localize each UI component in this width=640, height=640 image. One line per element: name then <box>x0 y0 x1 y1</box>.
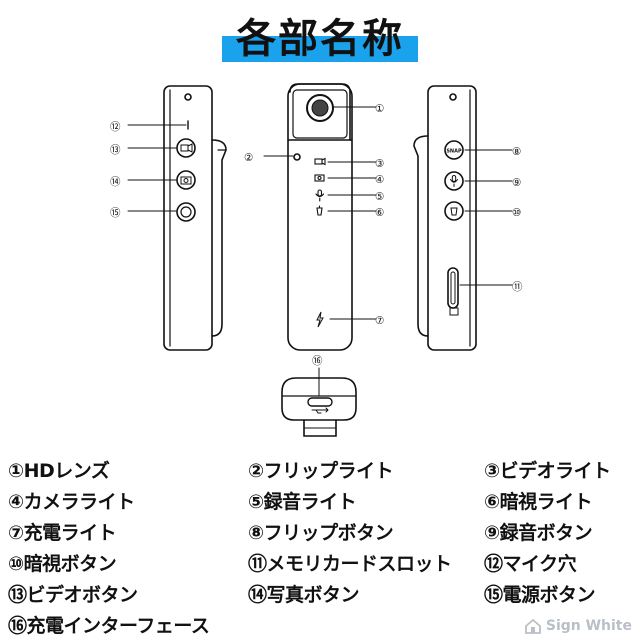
bottom-body-outline <box>281 377 357 421</box>
video-light-icon-lens <box>321 157 326 166</box>
photo-button <box>176 170 196 190</box>
screw-icon <box>184 93 192 101</box>
callout-14: ⑭ <box>110 176 121 188</box>
screw-icon <box>449 93 457 101</box>
camera-light-icon-lens <box>317 175 322 181</box>
flip-light <box>293 153 301 161</box>
callout-12: ⑫ <box>110 121 121 133</box>
right-clip <box>413 135 429 337</box>
usb-port <box>307 397 333 407</box>
mic-light-icon-stand <box>315 193 325 202</box>
mic-icon-stand <box>450 179 458 187</box>
card-icon <box>449 307 459 316</box>
callout-16: ⑯ <box>312 355 323 367</box>
left-clip <box>211 139 227 337</box>
callout-2: ② <box>244 152 253 164</box>
mic-light-icon <box>317 189 323 197</box>
house-logo-icon <box>524 618 541 634</box>
callout-1: ① <box>375 103 384 115</box>
legend-item: ③ビデオライト <box>484 460 611 482</box>
memory-card-slot <box>447 267 459 309</box>
callout-4: ④ <box>375 174 384 186</box>
legend-item: ②フリップライト <box>248 460 394 482</box>
legend-item: ⑦充電ライト <box>8 522 117 544</box>
camera-icon-lens <box>183 178 189 183</box>
legend-item: ⑬ビデオボタン <box>8 584 138 606</box>
legend-item: ⑫マイク穴 <box>484 553 577 575</box>
right-body-outline <box>427 85 477 351</box>
video-icon-lens <box>187 143 193 153</box>
callout-3: ③ <box>375 158 384 170</box>
device-diagram: SNAP <box>110 83 523 437</box>
front-lens-window <box>292 89 348 139</box>
left-body-outline <box>163 85 213 351</box>
hd-lens <box>306 94 334 122</box>
front-body-outline <box>287 83 353 351</box>
callout-10: ⑩ <box>512 207 521 219</box>
video-button <box>176 138 196 158</box>
callout-5: ⑤ <box>375 191 384 203</box>
memory-card-slot-inner <box>450 271 456 305</box>
video-light-icon <box>314 158 323 165</box>
legend-item: ⑥暗視ライト <box>484 491 593 513</box>
watermark-text: Sign White <box>545 618 632 634</box>
callout-15: ⑮ <box>110 207 121 219</box>
hd-lens-glass <box>311 99 329 117</box>
camera-light-icon <box>314 174 325 182</box>
snap-label: SNAP <box>446 149 462 155</box>
parts-legend: ①HDレンズ ②フリップライト ③ビデオライト ④カメラライト ⑤録音ライト ⑥… <box>0 452 640 637</box>
callout-7: ⑦ <box>375 315 384 327</box>
legend-item: ⑤録音ライト <box>248 491 357 513</box>
watermark: Sign White <box>524 618 632 634</box>
charge-light-icon <box>316 311 324 328</box>
left-side-view <box>163 85 227 351</box>
night-light-icon <box>316 205 323 216</box>
power-button <box>176 202 196 222</box>
legend-item: ④カメラライト <box>8 491 135 513</box>
title-area: 各部名称 <box>0 0 640 70</box>
front-view <box>287 83 353 351</box>
legend-item: ⑭写真ボタン <box>248 584 360 606</box>
right-side-view: SNAP <box>413 85 477 351</box>
callout-labels: ① ② ③ ④ ⑤ ⑥ ⑦ ⑧ ⑨ ⑩ ⑪ ⑫ ⑬ ⑭ ⑮ ⑯ <box>110 103 523 367</box>
leader-lines <box>127 106 513 397</box>
night-vision-button <box>444 201 464 221</box>
record-button <box>444 171 464 191</box>
night-vision-icon <box>450 207 458 216</box>
legend-item: ⑧フリップボタン <box>248 522 394 544</box>
mic-icon <box>451 175 457 182</box>
bottom-view <box>281 377 357 437</box>
legend-item: ①HDレンズ <box>8 460 110 482</box>
legend-item: ⑨録音ボタン <box>484 522 593 544</box>
legend-item: ⑩暗視ボタン <box>8 553 117 575</box>
legend-item: ⑮電源ボタン <box>484 584 596 606</box>
flip-button <box>444 140 464 160</box>
title-highlight-bar <box>222 36 418 62</box>
legend-item: ⑯充電インターフェース <box>8 615 210 637</box>
callout-13: ⑬ <box>110 144 121 156</box>
legend-item: ⑪メモリカードスロット <box>248 553 452 575</box>
callout-8: ⑧ <box>512 146 521 158</box>
callout-11: ⑪ <box>512 281 523 293</box>
page-title: 各部名称 <box>236 16 404 62</box>
power-button-inner <box>180 206 192 218</box>
callout-6: ⑥ <box>375 207 384 219</box>
usb-icon <box>311 407 329 414</box>
camera-icon <box>180 176 192 185</box>
callout-9: ⑨ <box>512 177 521 189</box>
video-icon <box>180 144 189 152</box>
indicator-icons <box>314 157 326 216</box>
